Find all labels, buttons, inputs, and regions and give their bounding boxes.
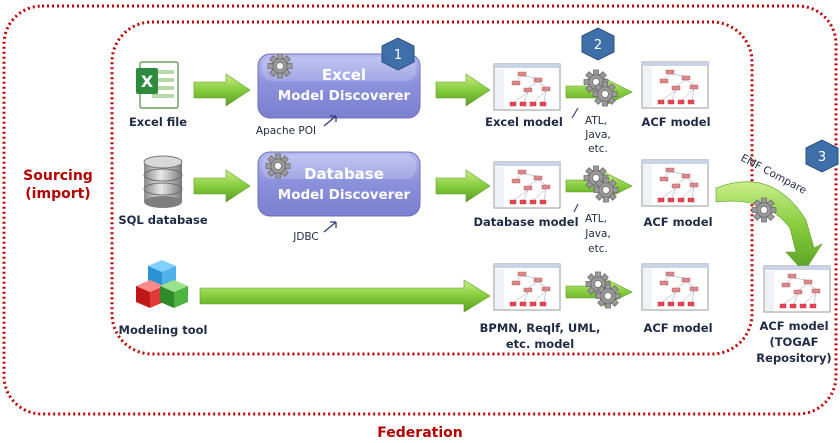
- modeling-tool-label: Modeling tool: [119, 323, 208, 337]
- database-discoverer-box: [257, 151, 421, 217]
- federation-label: Federation: [377, 425, 462, 441]
- sql-database-icon: [143, 155, 183, 208]
- transform-1-line2: Java,: [584, 129, 611, 141]
- step-2-label: 2: [594, 38, 602, 53]
- modeling-tool-icon: [136, 260, 188, 308]
- excel-model-thumbnail: [493, 63, 561, 111]
- apache-poi-pointer: [323, 115, 337, 127]
- final-repository-label: Repository): [756, 351, 831, 365]
- transform-2-line2: Java,: [584, 228, 611, 240]
- jdbc-label: JDBC: [292, 231, 319, 243]
- arrow-discoverer-to-database-model: [435, 169, 491, 203]
- bpmn-model-label-line2: etc. model: [506, 337, 574, 351]
- final-acf-model-label: ACF model: [759, 319, 828, 333]
- svg-text:X: X: [141, 72, 154, 91]
- acf-model-3-thumbnail: [641, 263, 709, 311]
- excel-model-label: Excel model: [485, 115, 563, 129]
- excel-file-icon: X: [136, 61, 179, 109]
- step-1-badge: [381, 37, 415, 71]
- excel-discoverer-box: [257, 53, 421, 119]
- step-3-label: 3: [818, 150, 826, 165]
- database-model-thumbnail: [493, 161, 561, 209]
- transform-gear-3b-icon: [595, 283, 621, 309]
- emf-compare-gear-icon: [751, 197, 777, 223]
- database-discoverer-title: Database: [304, 165, 384, 183]
- transform-1-pointer: [571, 107, 579, 119]
- arrow-discoverer-to-excel-model: [435, 73, 491, 107]
- sourcing-label: Sourcing: [23, 168, 93, 184]
- final-acf-model-thumbnail: [763, 265, 831, 313]
- step-2-badge: [581, 27, 615, 61]
- database-discoverer-gear-icon: [265, 153, 291, 179]
- transform-2-pointer: [573, 203, 579, 213]
- apache-poi-label: Apache POI: [256, 125, 316, 137]
- acf-model-1-thumbnail: [641, 61, 709, 109]
- excel-file-label: Excel file: [129, 115, 187, 129]
- sourcing-import-label: (import): [25, 186, 90, 202]
- acf-model-3-label: ACF model: [643, 321, 712, 335]
- arrow-database-to-discoverer: [193, 169, 251, 203]
- federation-boundary: [2, 4, 838, 416]
- database-discoverer-subtitle: Model Discoverer: [278, 187, 411, 203]
- sourcing-boundary: [110, 20, 754, 356]
- excel-discoverer-title: Excel: [322, 66, 366, 84]
- step-3-badge: [805, 139, 839, 173]
- step-1-label: 1: [394, 48, 402, 63]
- excel-discoverer-gear-icon: [267, 53, 293, 79]
- database-model-label: Database model: [473, 215, 578, 229]
- transform-gear-2b-icon: [593, 177, 619, 203]
- acf-model-2-thumbnail: [641, 159, 709, 207]
- acf-model-2-label: ACF model: [643, 215, 712, 229]
- arrow-modeling-tool-to-model: [199, 279, 491, 313]
- transform-gear-1b-icon: [592, 81, 618, 107]
- emf-compare-arrow: [715, 181, 823, 273]
- transform-1-line3: etc.: [588, 143, 608, 155]
- bpmn-model-thumbnail: [493, 263, 561, 311]
- excel-discoverer-subtitle: Model Discoverer: [278, 88, 411, 104]
- sql-database-label: SQL database: [118, 213, 207, 227]
- jdbc-pointer: [323, 221, 337, 233]
- acf-model-1-label: ACF model: [641, 115, 710, 129]
- transform-2-line3: etc.: [588, 243, 608, 255]
- transform-2-line1: ATL,: [585, 213, 607, 225]
- bpmn-model-label-line1: BPMN, Reqlf, UML,: [480, 321, 601, 335]
- transform-1-line1: ATL,: [585, 115, 607, 127]
- arrow-excel-to-discoverer: [193, 73, 251, 107]
- final-togaf-label: (TOGAF: [769, 335, 818, 349]
